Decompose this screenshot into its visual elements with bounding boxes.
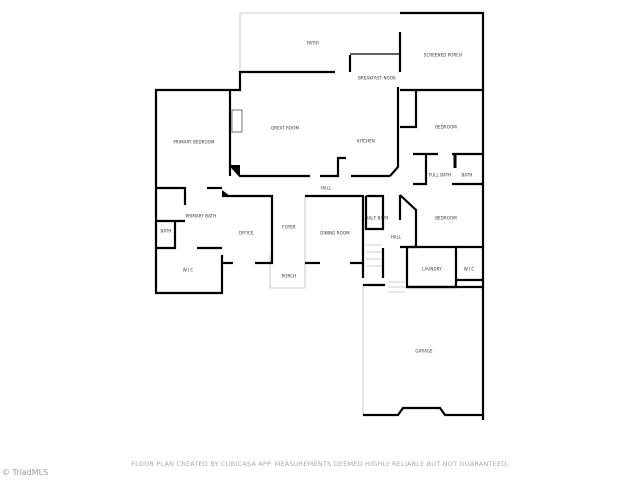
- room-label: HALF BATH: [365, 215, 389, 221]
- copyright: © TriadMLS: [2, 468, 49, 477]
- room-label: FOYER: [282, 224, 296, 230]
- room-label: PRIMARY BATH: [185, 213, 217, 219]
- room-label: HALL: [390, 234, 402, 240]
- room-label: GREAT ROOM: [270, 125, 300, 131]
- room-label: W.I.C: [182, 267, 194, 273]
- stairs: [366, 244, 405, 293]
- fireplace: [231, 109, 243, 133]
- room-label: BATH: [160, 228, 172, 234]
- room-label: W.I.C: [463, 266, 475, 272]
- room-label: FULL BATH: [428, 172, 452, 178]
- disclaimer: FLOOR PLAN CREATED BY CUBICASA APP. MEAS…: [131, 460, 509, 468]
- room-label: HALL: [320, 185, 332, 191]
- room-label: GARAGE: [415, 348, 433, 354]
- room-label: BREAKFAST NOOK: [358, 75, 396, 81]
- room-label: LAUNDRY: [422, 266, 442, 272]
- corner-fill: [230, 165, 240, 176]
- room-label: BATH: [461, 172, 473, 178]
- room-label: OFFICE: [238, 230, 254, 236]
- room-label: PATIO: [307, 40, 319, 46]
- room-label: SCREENED PORCH: [423, 52, 463, 58]
- room-label: KITCHEN: [356, 138, 376, 144]
- room-label: DINING ROOM: [320, 230, 350, 236]
- room-label: PRIMARY BEDROOM: [173, 139, 215, 145]
- room-label: PORCH: [281, 273, 297, 279]
- thin-outlines: [239, 12, 400, 415]
- walls: [154, 11, 485, 420]
- room-label: BEDROOM: [435, 124, 457, 130]
- room-label: BEDROOM: [435, 215, 457, 221]
- corner-fill: [222, 190, 230, 196]
